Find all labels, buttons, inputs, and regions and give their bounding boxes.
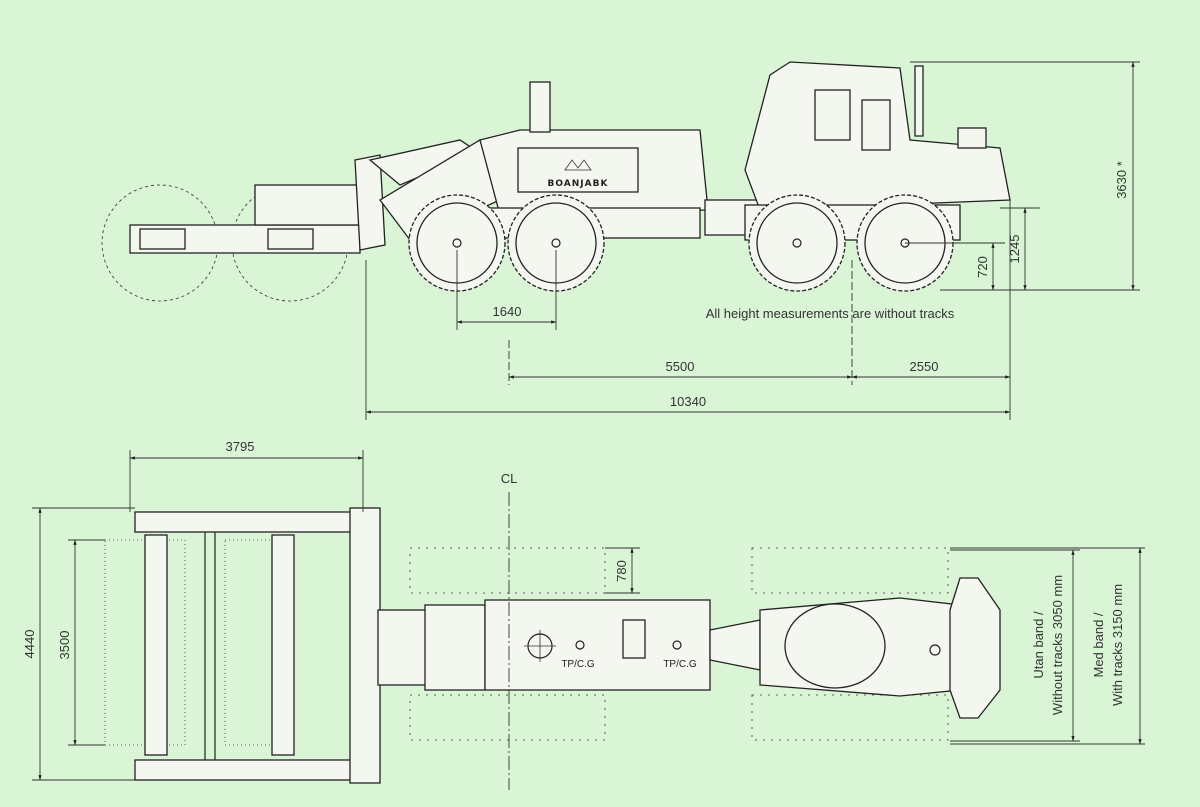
front-bogie xyxy=(408,194,605,292)
rear-overhang-dim: 2550 xyxy=(910,359,939,374)
engine-box xyxy=(957,127,987,149)
with-tracks-line2: With tracks 3150 mm xyxy=(1110,584,1125,706)
rear-tracks xyxy=(751,547,949,741)
without-tracks-line2: Without tracks 3050 mm xyxy=(1050,575,1065,715)
cab-window xyxy=(814,89,851,141)
tiller-width-dim: 3500 xyxy=(57,631,72,660)
exhaust-stack xyxy=(529,81,551,133)
brand-logo: BOANJABK xyxy=(548,179,609,189)
hitch-height-dim: 1245 xyxy=(1007,235,1022,264)
axle-height-dim: 720 xyxy=(975,256,990,278)
height-note: All height measurements are without trac… xyxy=(706,306,955,321)
tiller-frame-top xyxy=(134,511,361,533)
tiller-length-dim: 3795 xyxy=(226,439,255,454)
side-view: BOANJABK 3630 * xyxy=(101,61,1140,420)
top-view: TP/C.G TP/C.G 3795 CL 4440 3500 780 Utan… xyxy=(22,439,1145,790)
cg-label-rear: TP/C.G xyxy=(663,659,697,670)
front-tracks xyxy=(409,547,606,741)
without-tracks-line1: Utan band / xyxy=(1031,611,1046,679)
total-height-dim: 3630 * xyxy=(1114,161,1129,199)
hitch-plate xyxy=(354,154,386,251)
bogie-spacing-dim: 1640 xyxy=(493,304,522,319)
cg-label-front: TP/C.G xyxy=(561,659,595,670)
total-length-dim: 10340 xyxy=(670,394,706,409)
centerline-label: CL xyxy=(501,471,518,486)
wheelbase-dim: 5500 xyxy=(666,359,695,374)
front-body-top xyxy=(484,599,711,691)
articulation-top xyxy=(709,619,761,671)
with-tracks-line1: Med band / xyxy=(1091,612,1106,677)
track-width-dim: 780 xyxy=(614,560,629,582)
overall-width-dim: 4440 xyxy=(22,630,37,659)
hitch-beam xyxy=(349,507,381,784)
